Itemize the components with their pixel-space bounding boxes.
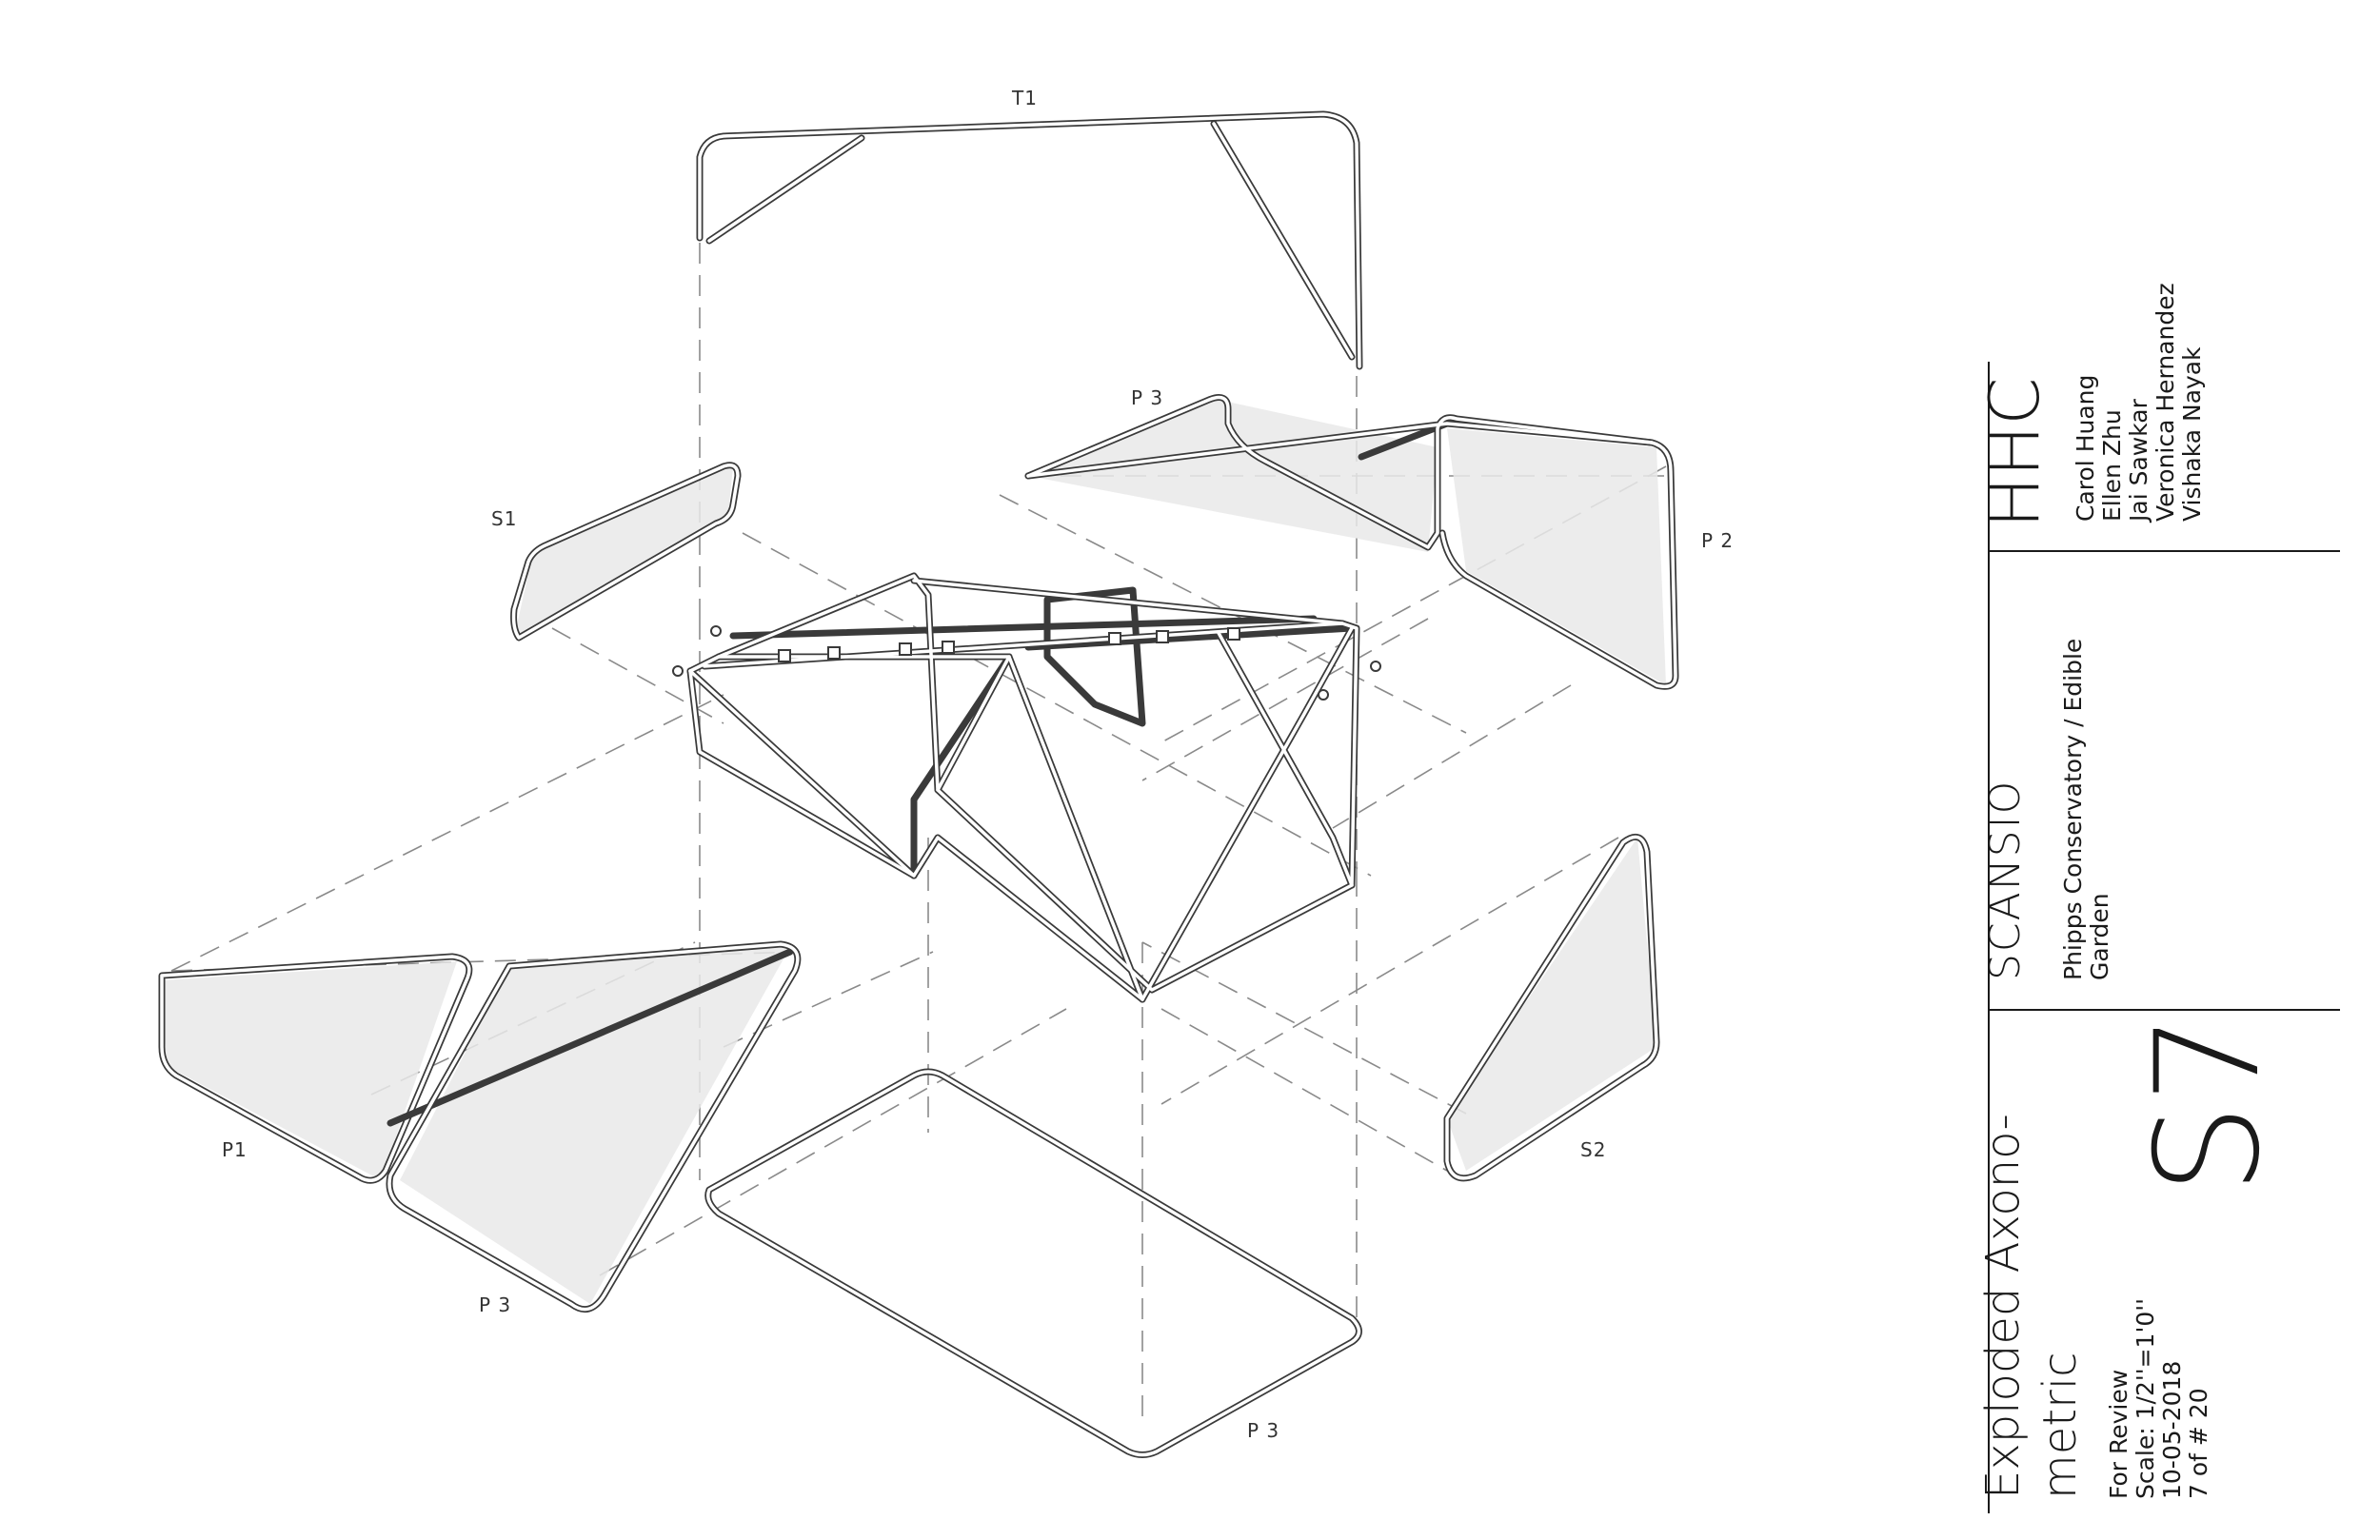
- team-member-3: Jai Sawkar: [2125, 399, 2152, 522]
- part-s1: [510, 462, 742, 642]
- label-s2: S2: [1580, 1138, 1606, 1161]
- title-block-rule-top: [1988, 550, 2340, 552]
- assembled-frame: [672, 572, 1381, 1003]
- team-member-5: Vishaka Nayak: [2178, 346, 2206, 522]
- client-line-2: Garden: [2086, 893, 2113, 980]
- sheet-title-line-1: Exploded Axono-: [1976, 1114, 2030, 1499]
- team-member-4: Veronica Hernandez: [2152, 283, 2179, 522]
- sheet-id: S7: [2126, 1013, 2291, 1194]
- status: For Review: [2105, 1369, 2132, 1499]
- team-member-1: Carol Huang: [2072, 374, 2099, 522]
- team-member-2: Ellen Zhu: [2098, 409, 2126, 522]
- title-block-rule-mid: [1988, 1009, 2340, 1011]
- part-p1: [158, 953, 473, 1184]
- title-block-divider: [1988, 362, 1990, 1513]
- label-p3-top: P 3: [1131, 386, 1163, 409]
- client-line-1: Phipps Conservatory / Edible: [2059, 638, 2087, 980]
- label-p2: P 2: [1701, 529, 1734, 552]
- scale: Scale: 1/2''=1'0'': [2132, 1298, 2159, 1499]
- part-p3-left: [386, 940, 802, 1313]
- label-p3-bottom: P 3: [1247, 1419, 1279, 1442]
- sheet-title-line-2: metric: [2033, 1352, 2087, 1499]
- part-p3-top-p2: [1024, 394, 1679, 690]
- project-name: SCANSIO: [1981, 779, 2030, 980]
- label-p1: P1: [222, 1138, 248, 1161]
- sheet-count: 7 of # 20: [2185, 1388, 2212, 1499]
- label-t1: T1: [1011, 87, 1038, 109]
- label-p3-left: P 3: [479, 1293, 511, 1316]
- part-p3-bottom: [704, 1068, 1362, 1458]
- firm-name: HHC: [1974, 377, 2054, 528]
- label-s1: S1: [491, 507, 517, 530]
- part-labels: T1 S1 P 3 P 2 P1 P 3 P 3 S2: [222, 87, 1734, 1442]
- date: 10-05-2018: [2158, 1360, 2186, 1499]
- part-s2: [1443, 833, 1660, 1182]
- part-t1: [696, 110, 1363, 370]
